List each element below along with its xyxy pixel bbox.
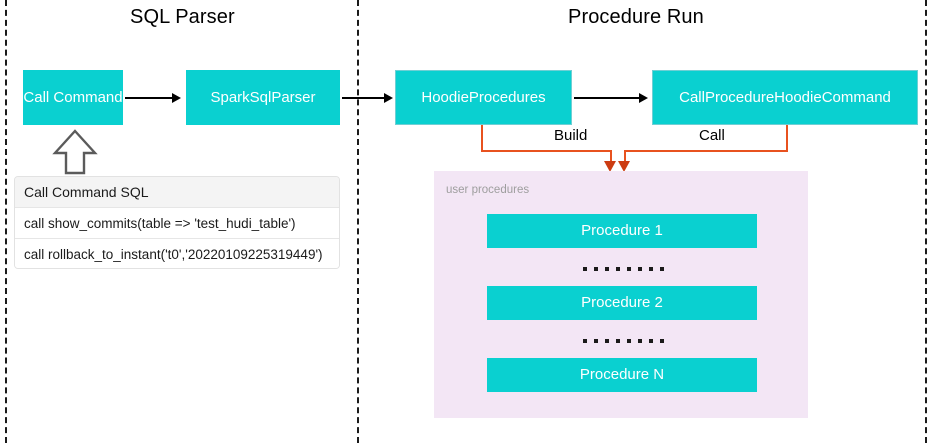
section-title-procedure-run: Procedure Run xyxy=(568,6,704,28)
arrow-hoodie-procedures-to-call-procedure-hoodie-command xyxy=(574,97,640,99)
edge-label-call: Call xyxy=(693,127,731,144)
call-command-sql-table: Call Command SQL call show_commits(table… xyxy=(14,176,340,269)
arrow-spark-sql-parser-to-hoodie-procedures xyxy=(342,97,385,99)
node-hoodie-procedures[interactable]: HoodieProcedures xyxy=(395,70,572,125)
arrowhead-icon-to-spark-sql-parser xyxy=(172,93,181,103)
section-title-sql-parser: SQL Parser xyxy=(130,6,235,28)
sql-table-row: call rollback_to_instant('t0','202201092… xyxy=(15,239,339,268)
connector-call-vertical-start xyxy=(786,125,788,152)
arrowhead-icon-to-hoodie-procedures xyxy=(384,93,393,103)
sql-table-header: Call Command SQL xyxy=(15,177,339,208)
divider-right xyxy=(925,0,927,443)
user-procedure-item[interactable]: Procedure 2 xyxy=(487,286,757,320)
user-procedure-item[interactable]: Procedure N xyxy=(487,358,757,392)
node-spark-sql-parser[interactable]: SparkSqlParser xyxy=(186,70,340,125)
up-arrow-icon xyxy=(52,129,98,175)
connector-build-horizontal xyxy=(481,150,612,152)
sql-table-row: call show_commits(table => 'test_hudi_ta… xyxy=(15,208,339,239)
node-call-procedure-hoodie-command[interactable]: CallProcedureHoodieCommand xyxy=(652,70,918,125)
arrowhead-icon-to-call-procedure-hoodie-command xyxy=(639,93,648,103)
arrowhead-icon-build xyxy=(604,161,616,172)
user-procedure-item[interactable]: Procedure 1 xyxy=(487,214,757,248)
arrow-call-command-to-spark-sql-parser xyxy=(125,97,173,99)
connector-build-vertical-end xyxy=(610,150,612,165)
connector-call-vertical-end xyxy=(624,150,626,165)
node-call-command[interactable]: Call Command xyxy=(23,70,123,125)
connector-call-horizontal xyxy=(624,150,788,152)
edge-label-build: Build xyxy=(548,127,594,144)
connector-build-vertical-start xyxy=(481,125,483,152)
ellipsis-dots xyxy=(583,267,664,271)
divider-left xyxy=(5,0,7,443)
ellipsis-dots xyxy=(583,339,664,343)
divider-middle xyxy=(357,0,359,443)
arrowhead-icon-call xyxy=(618,161,630,172)
user-procedures-label: user procedures xyxy=(446,184,530,196)
